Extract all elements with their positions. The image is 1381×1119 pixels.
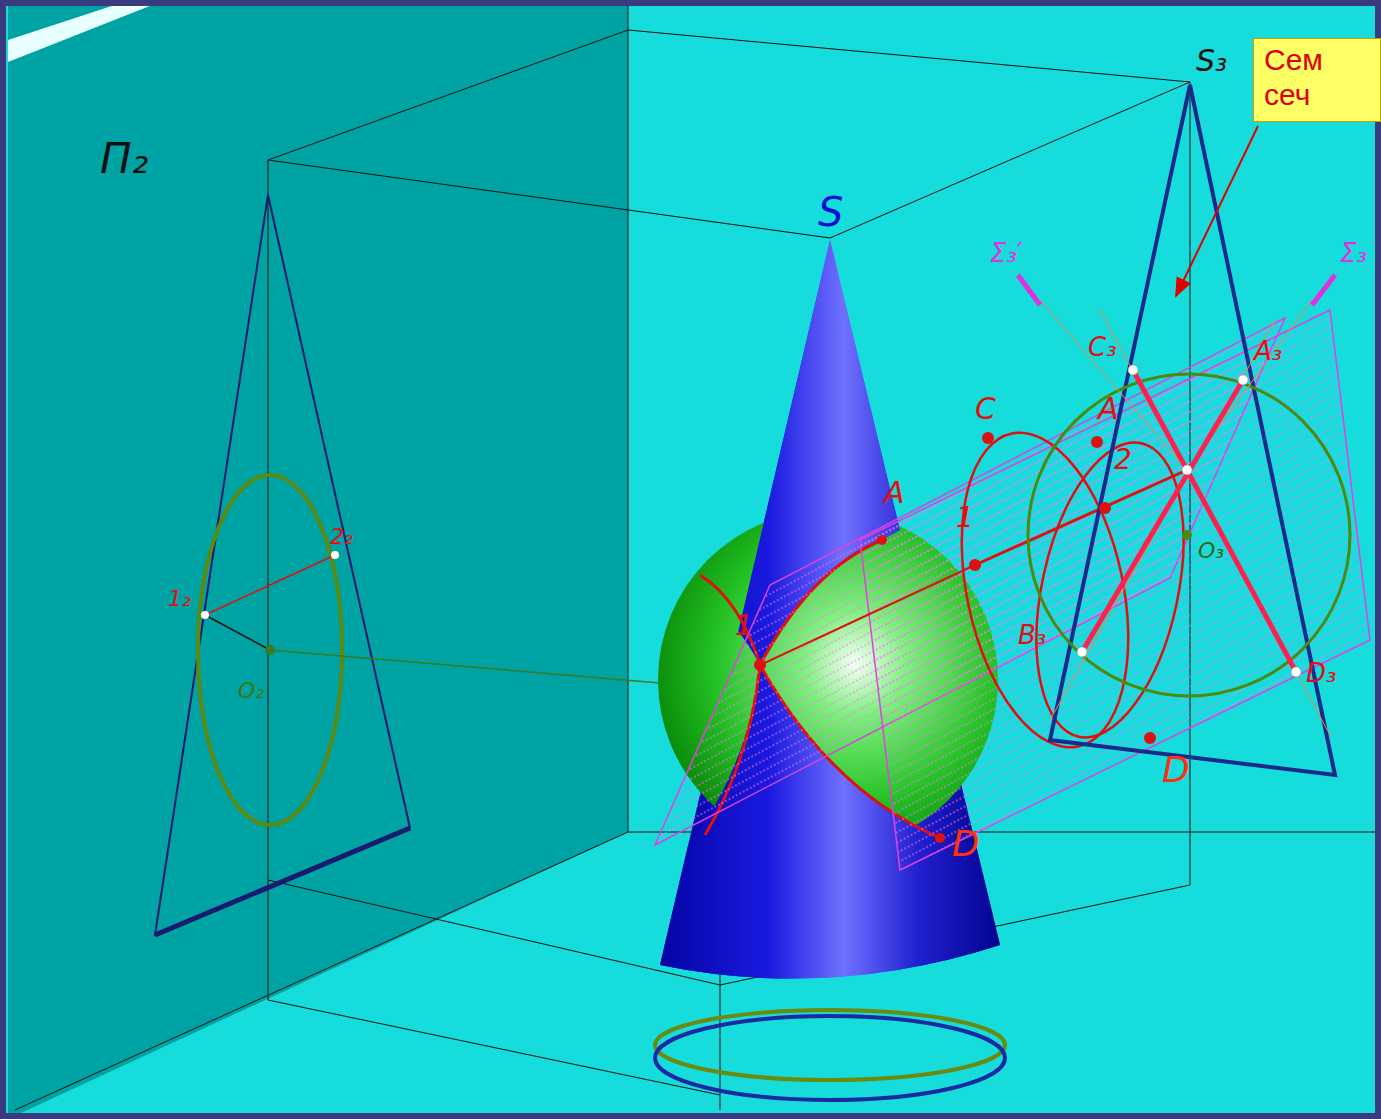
point-label: A bbox=[884, 478, 905, 508]
point-label: A₃ bbox=[1254, 338, 1282, 364]
sphere-profile-projection bbox=[1028, 374, 1350, 696]
point-label: S bbox=[818, 192, 843, 232]
point-label: C₃ bbox=[1088, 334, 1117, 360]
point-label: Σ₃ bbox=[1340, 240, 1367, 266]
cone-base-line bbox=[155, 828, 410, 935]
point-label: Σ₃′ bbox=[990, 240, 1023, 266]
section-curve bbox=[935, 417, 1207, 762]
point-label: 1 bbox=[735, 612, 753, 640]
slide-frame bbox=[3, 3, 1378, 1116]
point-label: S₃ bbox=[1196, 46, 1227, 76]
callout-box: Сем сеч bbox=[1253, 38, 1381, 122]
point bbox=[201, 611, 209, 619]
point-label: A bbox=[1098, 394, 1119, 424]
point-label: B₃ bbox=[1018, 622, 1046, 648]
section-plane bbox=[860, 310, 1370, 870]
callout-text: Сем сеч bbox=[1264, 43, 1334, 112]
point-label: D₃ bbox=[1306, 660, 1336, 686]
center-point bbox=[1182, 530, 1192, 540]
point-label: П₂ bbox=[100, 138, 148, 180]
frontal-plane bbox=[8, 0, 628, 1119]
construction-line bbox=[1040, 300, 1330, 735]
point-label: D bbox=[952, 826, 980, 862]
frame-lines bbox=[15, 0, 1381, 1110]
point-label: 2₂ bbox=[330, 526, 353, 548]
link-line bbox=[760, 565, 975, 665]
radius-line bbox=[205, 615, 270, 650]
cone-horizontal-projection bbox=[655, 1016, 1005, 1100]
point bbox=[331, 551, 339, 559]
point-label: C bbox=[975, 394, 996, 424]
cone-profile-projection bbox=[1050, 85, 1335, 775]
chord-line bbox=[205, 555, 335, 615]
point-label: O₂ bbox=[238, 680, 264, 702]
plane-trace bbox=[1018, 275, 1335, 305]
point bbox=[754, 432, 1156, 843]
point-label: 2 bbox=[1114, 446, 1132, 474]
cone-frontal-projection bbox=[155, 195, 410, 935]
point-label: 1 bbox=[956, 504, 974, 532]
section-trace bbox=[1082, 370, 1296, 672]
plane-edge bbox=[8, 0, 165, 62]
callout-leader bbox=[1176, 126, 1258, 296]
chord-line bbox=[975, 470, 1187, 565]
point-label: O₃ bbox=[1198, 540, 1224, 562]
point-label: D bbox=[1162, 752, 1190, 788]
point-label: 1₂ bbox=[168, 588, 191, 610]
sphere-horizontal-projection bbox=[655, 1010, 1005, 1080]
point bbox=[1077, 365, 1301, 677]
projection-line bbox=[270, 650, 660, 683]
